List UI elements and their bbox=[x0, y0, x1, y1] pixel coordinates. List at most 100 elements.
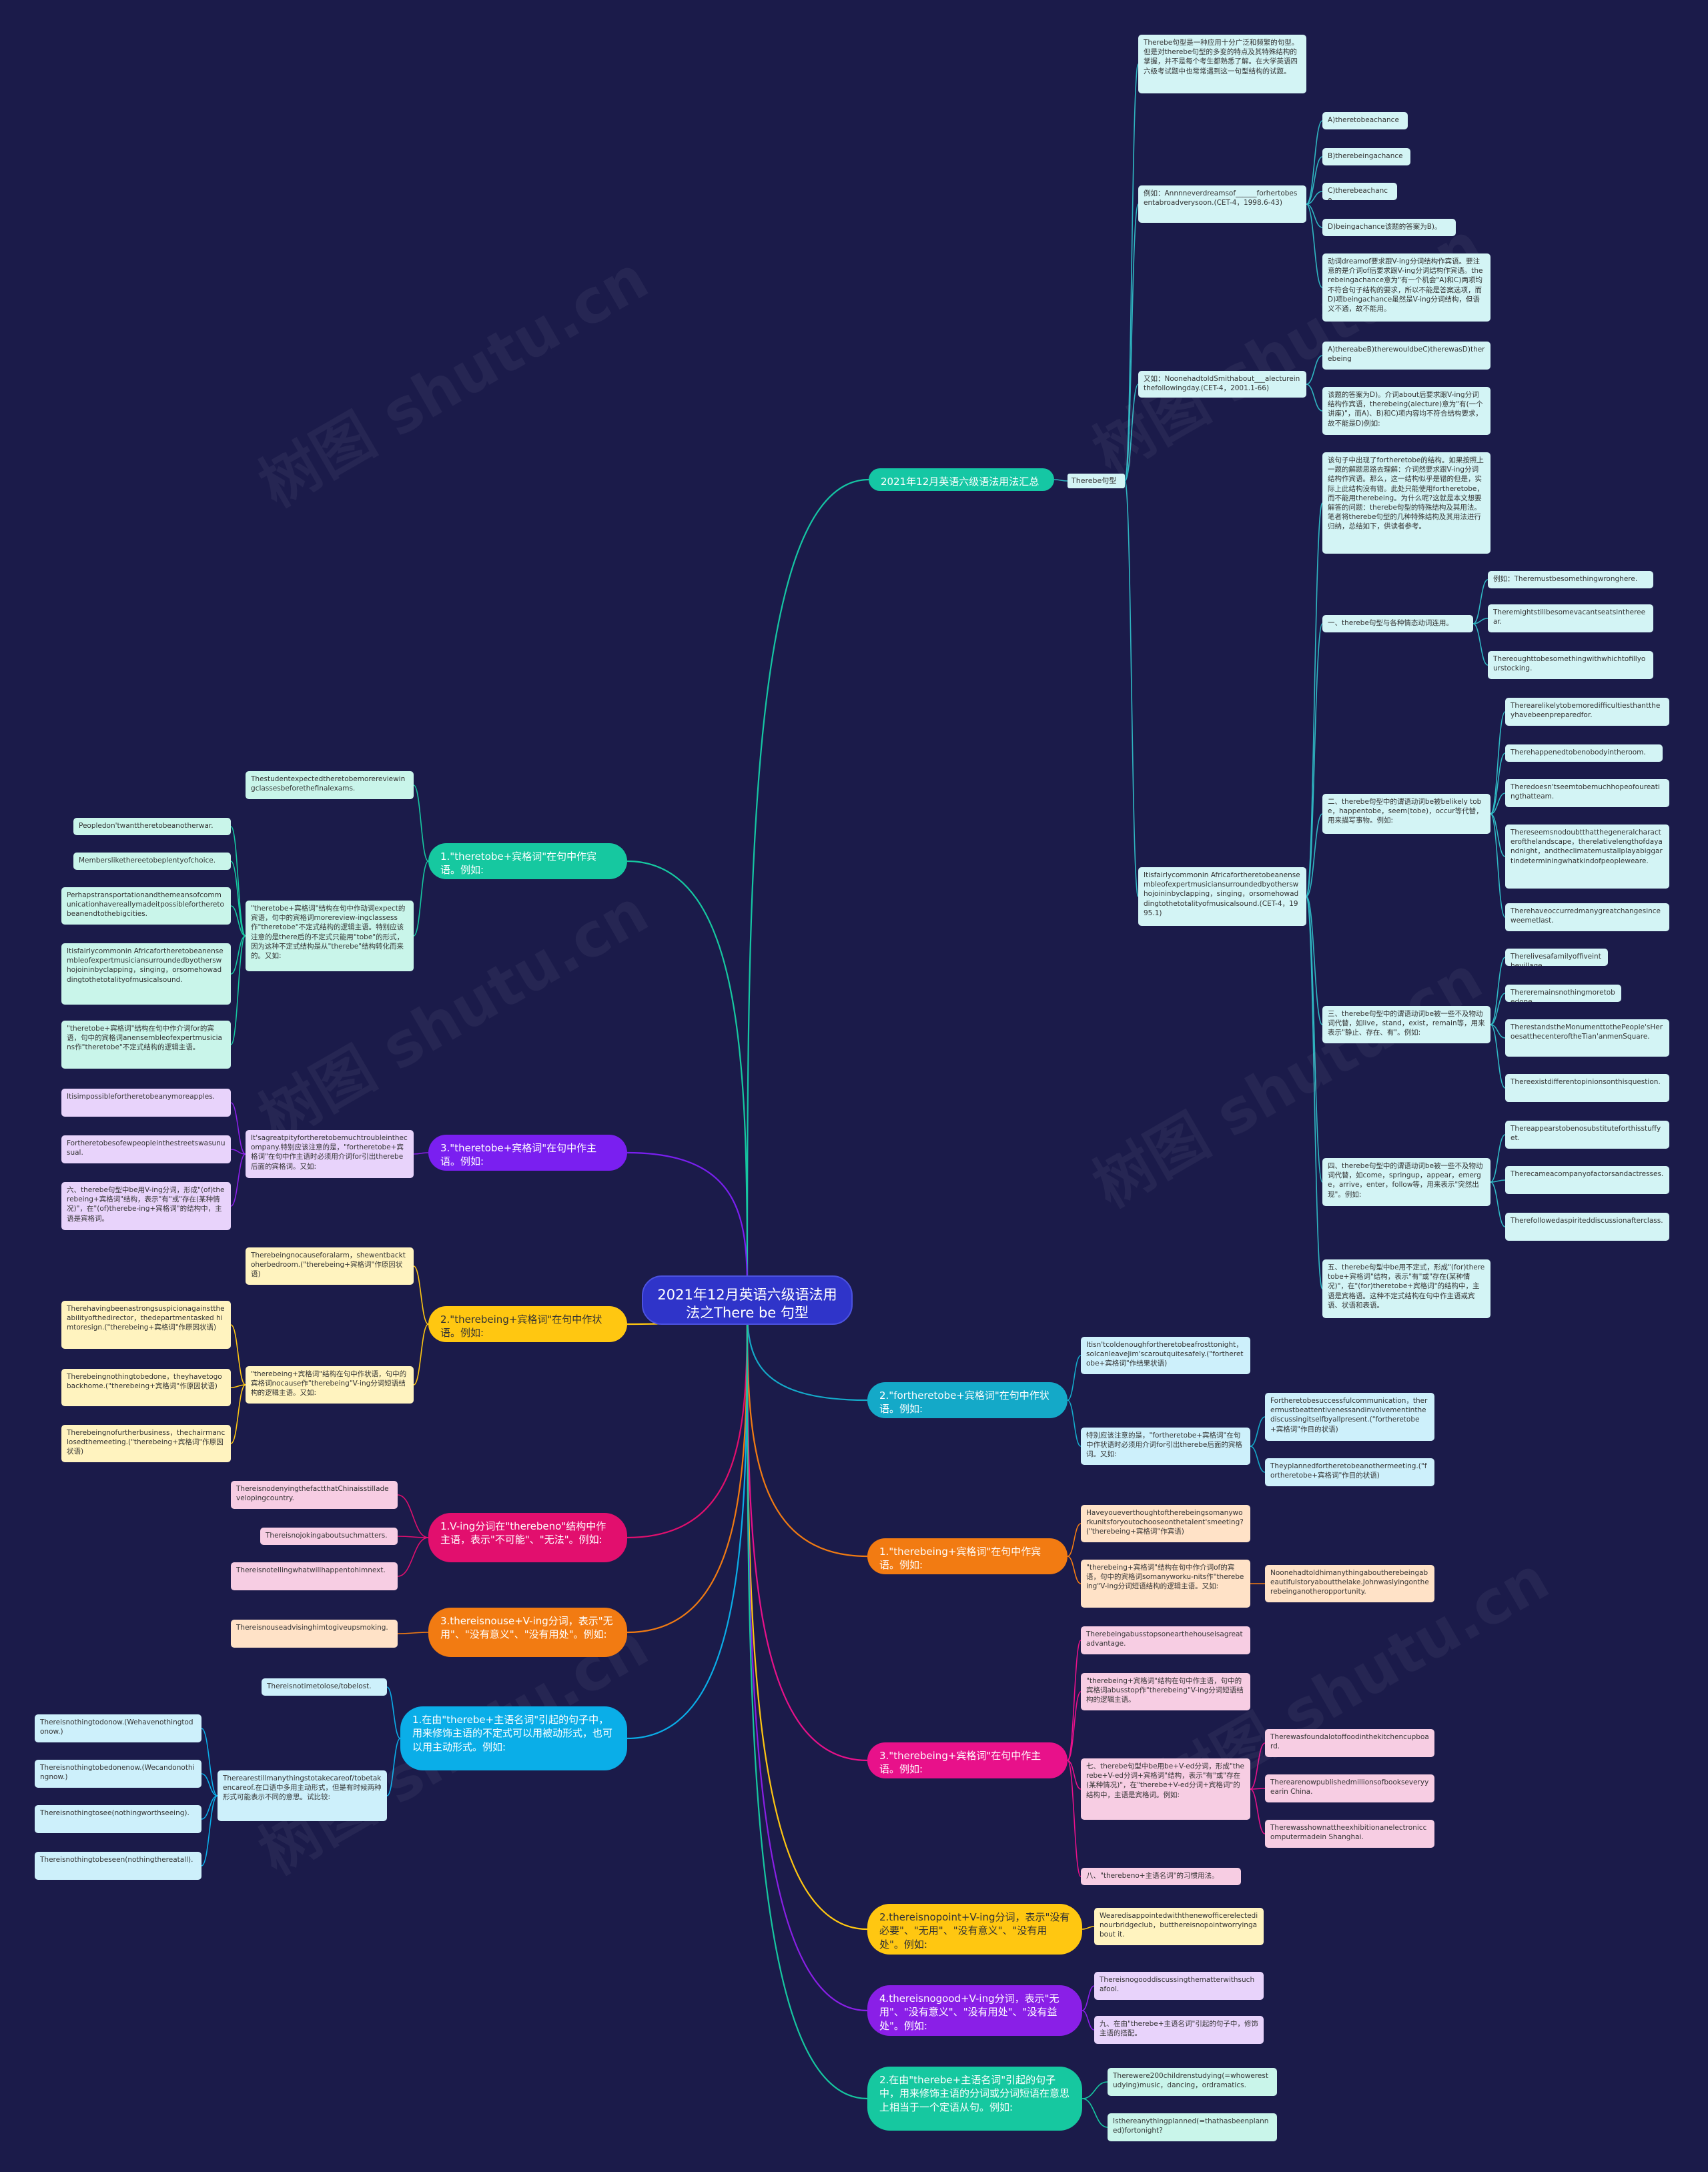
section-4-example-c[interactable]: Therefollowedaspiriteddiscussionaftercla… bbox=[1505, 1213, 1669, 1241]
branch-theretobe-subject[interactable]: 3."theretobe+宾格词"在句中作主语。例如: bbox=[428, 1135, 627, 1171]
branch-participle-modifier[interactable]: 2.在由"therebe+主语名词"引起的句子中，用来修饰主语的分词或分词短语在… bbox=[867, 2067, 1082, 2131]
explanation[interactable]: "therebeing+宾格词"结构在句中作主语，句中的宾格词abusstop作… bbox=[1081, 1673, 1250, 1710]
option-c[interactable]: C)therebeachance bbox=[1322, 183, 1397, 200]
branch-infinitive-modifier[interactable]: 1.在由"therebe+主语名词"引起的句子中，用来修饰主语的不定式可以用被动… bbox=[400, 1706, 627, 1770]
example[interactable]: Itisimpossiblefortheretobeanymoreapples. bbox=[61, 1089, 231, 1117]
example[interactable]: Therebeingnocauseforalarm，shewentbacktoh… bbox=[246, 1247, 414, 1285]
example[interactable]: ThereisnodenyingthefactthatChinaisstilla… bbox=[231, 1481, 398, 1509]
section-8[interactable]: 八、"therebeno+主语名词"的习惯用法。 bbox=[1081, 1868, 1241, 1885]
connector bbox=[1067, 1400, 1082, 1447]
branch-thereisnouse[interactable]: 3.thereisnouse+V-ing分词，表示"无用"、"没有意义"、"没有… bbox=[428, 1608, 627, 1657]
explanation[interactable]: "theretobe+宾格词"结构在句中作动词expect的宾语，句中的宾格词m… bbox=[246, 901, 414, 971]
example[interactable]: Thereisnothingtobeseen(nothingthereatall… bbox=[35, 1852, 201, 1880]
branch-thereisnogood[interactable]: 4.thereisnogood+V-ing分词，表示"无用"、"没有意义"、"没… bbox=[867, 1985, 1082, 2036]
example[interactable]: Therewasfoundalotoffoodinthekitchencupbo… bbox=[1265, 1729, 1434, 1757]
example-1[interactable]: 例如：Annnneverdreamsof______forhertobesent… bbox=[1138, 185, 1306, 223]
section-9[interactable]: 九、在由"therebe+主语名词"引起的句子中，修饰主语的搭配。 bbox=[1094, 2016, 1264, 2044]
root-topic[interactable]: 2021年12月英语六级语法用法之There be 句型 bbox=[642, 1275, 853, 1325]
example[interactable]: Thestudentexpectedtheretobemorereviewing… bbox=[246, 771, 414, 799]
example[interactable]: Theyplannedfortheretobeanothermeeting.("… bbox=[1265, 1458, 1434, 1486]
example[interactable]: Isthereanythingplanned(=thathasbeenplann… bbox=[1108, 2113, 1277, 2141]
section-2-example-b[interactable]: Therehappenedtobenobodyintheroom. bbox=[1505, 744, 1663, 762]
branch-thereisnopoint[interactable]: 2.thereisnopoint+V-ing分词，表示"没有必要"、"无用"、"… bbox=[867, 1904, 1082, 1955]
explanation[interactable]: "therebeing+宾格词"结构在句中作介词of的宾语，句中的宾格词soma… bbox=[1081, 1560, 1250, 1608]
example-3[interactable]: Itisfairlycommonin Africafortheretobeane… bbox=[1138, 867, 1306, 926]
branch-fortheretobe-adverbial[interactable]: 2."fortheretobe+宾格词"在句中作状语。例如: bbox=[867, 1382, 1068, 1418]
example[interactable]: Therewasshownattheexhibitionanelectronic… bbox=[1265, 1820, 1434, 1848]
example[interactable]: Thereisnothingtosee(nothingworthseeing). bbox=[35, 1805, 201, 1833]
section-3-example-d[interactable]: Thereexistdifferentopinionsonthisquestio… bbox=[1505, 1074, 1669, 1102]
example-2-options[interactable]: A)thereabeB)therewouldbeC)therewasD)ther… bbox=[1322, 342, 1490, 370]
example[interactable]: Memberslikethereetobeplentyofchoice. bbox=[73, 853, 231, 870]
option-a[interactable]: A)theretobeachance bbox=[1322, 112, 1408, 129]
connector bbox=[1067, 1760, 1082, 1790]
section-3[interactable]: 三、therebe句型中的谓语动词be被一些不及物动词代替，如live，stan… bbox=[1322, 1006, 1490, 1043]
example[interactable]: Thereisnotimetolose/tobelost. bbox=[262, 1678, 387, 1696]
therebe-pattern-tag[interactable]: Therebe句型 bbox=[1068, 474, 1125, 488]
explanation[interactable]: 特别应该注意的是，"fortheretobe+宾格词"在句中作状语时必须用介词f… bbox=[1081, 1428, 1250, 1465]
section-6[interactable]: 六、therebe句型中be用V-ing分词，形成"(of)therebeing… bbox=[61, 1182, 231, 1230]
example[interactable]: Therebeingabusstopsonearthehouseisagreat… bbox=[1081, 1626, 1250, 1654]
example[interactable]: Noonehadtoldhimanythingaboutherebeingabe… bbox=[1265, 1565, 1434, 1602]
example[interactable]: Thereisnouseadvisinghimtogiveupsmoking. bbox=[231, 1620, 398, 1648]
example[interactable]: Wearedisappointedwiththenewofficerelecte… bbox=[1094, 1908, 1264, 1945]
section-4-example-b[interactable]: Therecameacompanyofactorsandactresses. bbox=[1505, 1166, 1669, 1194]
example-3-intro[interactable]: 该句子中出现了fortheretobe的结构。如果按照上一题的解题思路去理解：介… bbox=[1322, 452, 1490, 554]
explanation[interactable]: It'sagreatpityfortheretobemuchtroubleint… bbox=[246, 1130, 414, 1178]
section-2-example-c[interactable]: Theredoesn'tseemtobemuchhopeofoureatingt… bbox=[1505, 779, 1669, 807]
example[interactable]: Itisn'tcoldenoughfortheretobeafrosttonig… bbox=[1081, 1337, 1250, 1374]
example-2-explanation[interactable]: 该题的答案为D)。介词about后要求跟V-ing分词结构作宾语，therebe… bbox=[1322, 387, 1490, 435]
section-1-example-b[interactable]: Theremightstillbesomevacantseatsintheree… bbox=[1488, 604, 1653, 632]
branch-therebeing-subject[interactable]: 3."therebeing+宾格词"在句中作主语。例如: bbox=[867, 1742, 1068, 1778]
example[interactable]: Therewere200childrenstudying(=whowerestu… bbox=[1108, 2068, 1277, 2096]
explanation[interactable]: "theretobe+宾格词"结构在句中作介词for的宾语，句中的宾格词anen… bbox=[61, 1021, 231, 1069]
connector bbox=[1306, 896, 1323, 1289]
example[interactable]: Haveyoueverthoughtoftherebeingsomanywork… bbox=[1081, 1505, 1250, 1542]
section-2-example-d[interactable]: Thereseemsnodoubtthatthegeneralcharacter… bbox=[1505, 825, 1669, 889]
branch-ving-therebeno[interactable]: 1.V-ing分词在"therebeno"结构中作主语，表示"不可能"、"无法"… bbox=[428, 1513, 627, 1562]
intro-note[interactable]: Therebe句型是一种应用十分广泛和频繁的句型。但是对therebe句型的多变… bbox=[1138, 35, 1306, 93]
example-1-explanation[interactable]: 动词dreamof要求跟V-ing分词结构作宾语。要注意的是介词of后要求跟V-… bbox=[1322, 253, 1490, 322]
example[interactable]: Therebeingnofurtherbusiness，thechairmanc… bbox=[61, 1425, 231, 1462]
example[interactable]: Fortheretobesofewpeopleinthestreetswasun… bbox=[61, 1135, 231, 1163]
section-1-example-a[interactable]: 例如：Theremustbesomethingwronghere. bbox=[1488, 571, 1653, 588]
example[interactable]: Therehavingbeenastrongsuspicionagainstth… bbox=[61, 1301, 231, 1349]
section-2-example-e[interactable]: Therehaveoccurredmanygreatchangesincewee… bbox=[1505, 903, 1669, 931]
connector bbox=[201, 1728, 218, 1796]
example[interactable]: Thereisnothingtodonow.(Wehavenothingtodo… bbox=[35, 1714, 201, 1742]
example[interactable]: Thereisnotellingwhatwillhappentohimnext. bbox=[231, 1562, 398, 1590]
section-7[interactable]: 七、therebe句型中be用be+V-ed分词，形成"therebe+V-ed… bbox=[1081, 1758, 1250, 1820]
section-4-example-a[interactable]: Thereappearstobenosubstituteforthisstuff… bbox=[1505, 1121, 1669, 1149]
section-2-example-a[interactable]: Therearelikelytobemoredifficultiesthantt… bbox=[1505, 698, 1669, 726]
example-2[interactable]: 又如：NoonehadtoldSmithabout___alectureinth… bbox=[1138, 371, 1306, 398]
explanation[interactable]: "therebeing+宾格词"结构在句中作状语，句中的宾格词nocause作"… bbox=[246, 1366, 414, 1404]
branch-therebeing-adverbial[interactable]: 2."therebeing+宾格词"在句中作状语。例如: bbox=[428, 1306, 627, 1342]
example[interactable]: Thereisnojokingaboutsuchmatters. bbox=[260, 1528, 398, 1545]
section-1[interactable]: 一、therebe句型与各种情态动词连用。 bbox=[1322, 615, 1473, 632]
section-3-example-b[interactable]: Thereremainsnothingmoretobedone. bbox=[1505, 985, 1621, 1002]
example[interactable]: Perhapstransportationandthemeansofcommun… bbox=[61, 887, 231, 925]
connector bbox=[230, 1153, 246, 1207]
connector bbox=[397, 1536, 429, 1538]
section-5[interactable]: 五、therebe句型中be用不定式，形成"(for)theretobe+宾格词… bbox=[1322, 1259, 1490, 1318]
example[interactable]: Thereisnogooddiscussingthematterwithsuch… bbox=[1094, 1972, 1264, 2000]
section-4[interactable]: 四、therebe句型中的谓语动词be被一些不及物动词代替，如come，spri… bbox=[1322, 1158, 1490, 1206]
branch-therebeing-object[interactable]: 1."therebeing+宾格词"在句中作宾语。例如: bbox=[867, 1538, 1068, 1574]
example[interactable]: Therearenowpublishedmillionsofbooksevery… bbox=[1265, 1774, 1434, 1802]
section-3-example-c[interactable]: TherestandstheMonumenttothePeople'sHeroe… bbox=[1505, 1019, 1669, 1057]
section-1-example-c[interactable]: Thereoughttobesomethingwithwhichtofillyo… bbox=[1488, 651, 1653, 679]
example[interactable]: Itisfairlycommonin Africafortheretobeane… bbox=[61, 943, 231, 1005]
section-2[interactable]: 二、therebe句型中的谓语动词be被belikely tobe，happen… bbox=[1322, 794, 1490, 834]
example[interactable]: Fortheretobesuccessfulcommunication，ther… bbox=[1265, 1393, 1434, 1441]
option-b[interactable]: B)therebeingachance bbox=[1322, 148, 1410, 165]
branch-theretobe-object[interactable]: 1."theretobe+宾格词"在句中作宾语。例如: bbox=[428, 843, 627, 879]
explanation[interactable]: Therearestillmanythingstotakecareof/tobe… bbox=[218, 1770, 387, 1821]
section-3-example-a[interactable]: Therelivesafamilyoffiveinthevillage. bbox=[1505, 949, 1608, 966]
option-d[interactable]: D)beingachance该题的答案为B)。 bbox=[1322, 219, 1456, 236]
example[interactable]: Thereisnothingtobedonenow.(Wecandonothin… bbox=[35, 1760, 201, 1788]
connector bbox=[397, 1632, 429, 1634]
example[interactable]: Therebeingnothingtobedone，theyhavetogoba… bbox=[61, 1369, 231, 1406]
connector bbox=[1250, 1446, 1266, 1473]
example[interactable]: Peopledon'twanttheretobeanotherwar. bbox=[73, 818, 231, 835]
branch-summary[interactable]: 2021年12月英语六级语法用法汇总 bbox=[869, 468, 1054, 491]
